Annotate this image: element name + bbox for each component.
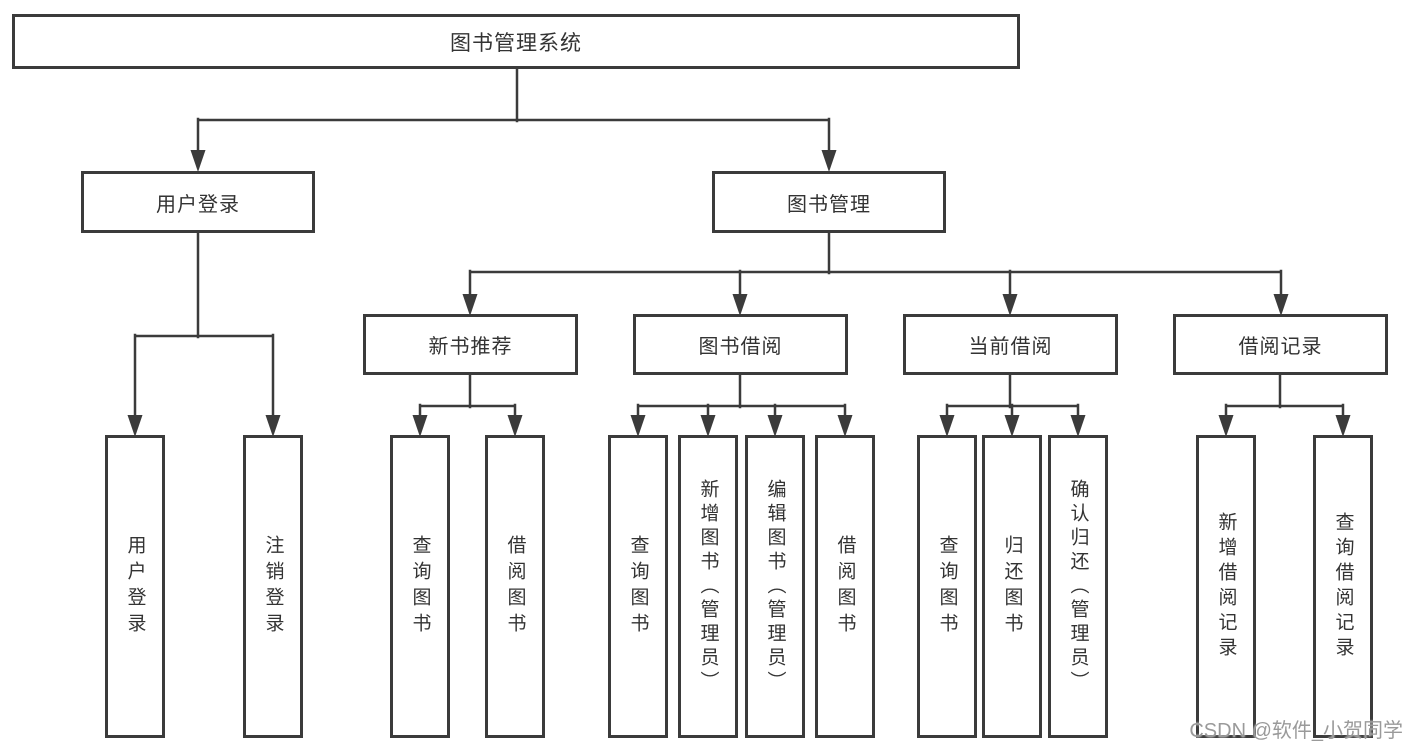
node-label: 归还图书 <box>1001 534 1023 639</box>
node-label: 用户登录 <box>124 534 146 639</box>
node-current-borrow: 当前借阅 <box>903 314 1118 375</box>
node-label: 编辑图书（管理员） <box>764 478 786 695</box>
node-label: 查询图书 <box>409 534 431 639</box>
node-label: 查询图书 <box>936 534 958 639</box>
node-borrow-records: 借阅记录 <box>1173 314 1388 375</box>
node-label: 用户登录 <box>156 193 240 216</box>
node-label: 新增图书（管理员） <box>697 478 719 695</box>
node-label: 借阅图书 <box>834 534 856 639</box>
node-label: 图书借阅 <box>698 336 783 358</box>
node-label: 当前借阅 <box>968 336 1053 358</box>
leaf-add-borrow-record: 新增借阅记录 <box>1196 435 1256 738</box>
leaf-return-book: 归还图书 <box>982 435 1042 738</box>
node-label: 注销登录 <box>262 534 284 639</box>
leaf-user-login: 用户登录 <box>105 435 165 738</box>
node-label: 查询借阅记录 <box>1332 511 1354 662</box>
node-label: 图书管理 <box>787 193 871 216</box>
node-label: 图书管理系统 <box>450 31 582 55</box>
node-label: 新书推荐 <box>428 336 513 358</box>
leaf-recommend-query-book: 查询图书 <box>390 435 450 738</box>
leaf-confirm-return-admin: 确认归还（管理员） <box>1048 435 1108 738</box>
leaf-add-book-admin: 新增图书（管理员） <box>678 435 738 738</box>
leaf-edit-book-admin: 编辑图书（管理员） <box>745 435 805 738</box>
node-new-book-recommend: 新书推荐 <box>363 314 578 375</box>
csdn-watermark: CSDN @软件_小贺同学 <box>1189 720 1403 742</box>
node-label: 查询图书 <box>627 534 649 639</box>
leaf-borrow-book: 借阅图书 <box>815 435 875 738</box>
node-label: 新增借阅记录 <box>1215 511 1237 662</box>
leaf-borrow-query-book: 查询图书 <box>608 435 668 738</box>
leaf-logout: 注销登录 <box>243 435 303 738</box>
node-book-management: 图书管理 <box>712 171 946 233</box>
node-book-borrow: 图书借阅 <box>633 314 848 375</box>
leaf-recommend-borrow-book: 借阅图书 <box>485 435 545 738</box>
node-library-management-system: 图书管理系统 <box>12 14 1020 69</box>
leaf-query-borrow-record: 查询借阅记录 <box>1313 435 1373 738</box>
leaf-current-query-book: 查询图书 <box>917 435 977 738</box>
node-label: 借阅记录 <box>1238 336 1323 358</box>
node-label: 确认归还（管理员） <box>1067 478 1089 695</box>
node-label: 借阅图书 <box>504 534 526 639</box>
node-user-login: 用户登录 <box>81 171 315 233</box>
